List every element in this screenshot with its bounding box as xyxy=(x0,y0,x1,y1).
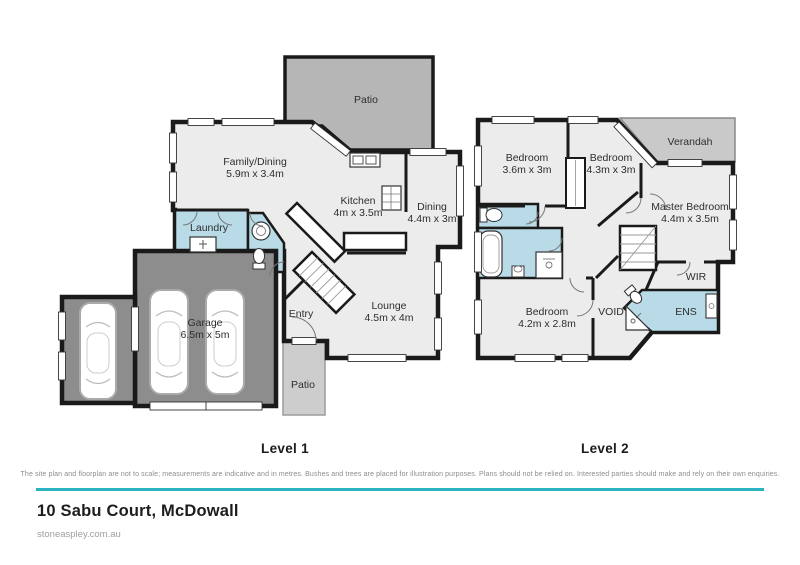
garage-door xyxy=(149,401,263,411)
room-label-bedroom1: Bedroom xyxy=(506,152,549,164)
stairs-level2-icon xyxy=(618,224,658,272)
room-dims-dining: 4.4m x 3m xyxy=(407,213,456,225)
room-label-dining: Dining xyxy=(417,201,447,213)
room-dims-bedroom2: 4.3m x 3m xyxy=(586,164,635,176)
car-icon xyxy=(205,289,245,395)
bathroom-vanity-icon xyxy=(535,251,563,279)
room-label-master-bedroom: Master Bedroom xyxy=(651,201,729,213)
level1-plan: Patio Family/Dining 5.9m x 3.4m Kitchen … xyxy=(58,55,464,416)
powder-basin-icon xyxy=(251,221,271,241)
ensuite-toilet-icon xyxy=(623,284,643,304)
room-label-wir: WIR xyxy=(686,271,707,283)
pantry-icon xyxy=(381,185,402,211)
kitchen-sink-icon xyxy=(349,152,381,168)
room-dims-master-bedroom: 4.4m x 3.5m xyxy=(661,213,719,225)
bathtub-icon xyxy=(479,230,503,278)
property-address: 10 Sabu Court, McDowall xyxy=(37,502,239,520)
ensuite-area xyxy=(622,288,720,334)
room-label-bedroom2: Bedroom xyxy=(590,152,633,164)
room-dims-kitchen: 4m x 3.5m xyxy=(333,207,382,219)
toilet-icon xyxy=(479,207,503,223)
room-label-verandah: Verandah xyxy=(668,136,713,148)
shower-icon xyxy=(625,304,652,331)
laundry-trough-icon xyxy=(189,236,217,253)
level1-door-arcs xyxy=(182,210,317,342)
room-label-void: VOID xyxy=(598,306,624,318)
room-dims-family-dining: 5.9m x 3.4m xyxy=(226,168,284,180)
room-dims-lounge: 4.5m x 4m xyxy=(364,312,413,324)
level1-bottom-patio-area xyxy=(282,340,326,416)
room-label-garage: Garage xyxy=(187,317,222,329)
floorplans-svg: Patio Family/Dining 5.9m x 3.4m Kitchen … xyxy=(58,55,737,416)
car-icon xyxy=(79,302,117,400)
level1-windows xyxy=(58,118,464,381)
car-icon xyxy=(149,289,189,395)
kitchen-island xyxy=(284,201,347,264)
room-label-lounge: Lounge xyxy=(371,300,406,312)
level2-windows xyxy=(474,116,737,362)
level2-title: Level 2 xyxy=(581,441,629,456)
room-label-family-dining: Family/Dining xyxy=(223,156,287,168)
level2-plan: Bedroom 3.6m x 3m Bedroom 4.3m x 3m Vera… xyxy=(474,116,737,362)
room-label-kitchen: Kitchen xyxy=(340,195,375,207)
level2-door-arcs xyxy=(525,193,691,317)
room-dims-bedroom1: 3.6m x 3m xyxy=(502,164,551,176)
bathroom-toilet-icon xyxy=(511,265,525,278)
room-label-bedroom3: Bedroom xyxy=(526,306,569,318)
kitchen-bench xyxy=(342,231,408,252)
level1-title: Level 1 xyxy=(261,441,309,456)
room-label-ens: ENS xyxy=(675,306,697,318)
room-dims-bedroom3: 4.2m x 2.8m xyxy=(518,318,576,330)
stairs-level1-icon xyxy=(291,250,357,315)
room-label-patio-bottom: Patio xyxy=(291,379,315,391)
disclaimer-text: The site plan and floorplan are not to s… xyxy=(20,471,780,478)
room-dims-garage: 6.5m x 5m xyxy=(180,329,229,341)
room-label-laundry: Laundry xyxy=(190,222,229,234)
wardrobe-icon xyxy=(565,157,586,209)
room-label-patio-top: Patio xyxy=(354,94,378,106)
room-label-entry: Entry xyxy=(289,308,314,320)
ensuite-vanity-icon xyxy=(705,293,718,319)
powder-toilet-icon xyxy=(252,248,266,270)
accent-divider xyxy=(36,488,764,491)
agency-website: stoneaspley.com.au xyxy=(37,529,121,540)
